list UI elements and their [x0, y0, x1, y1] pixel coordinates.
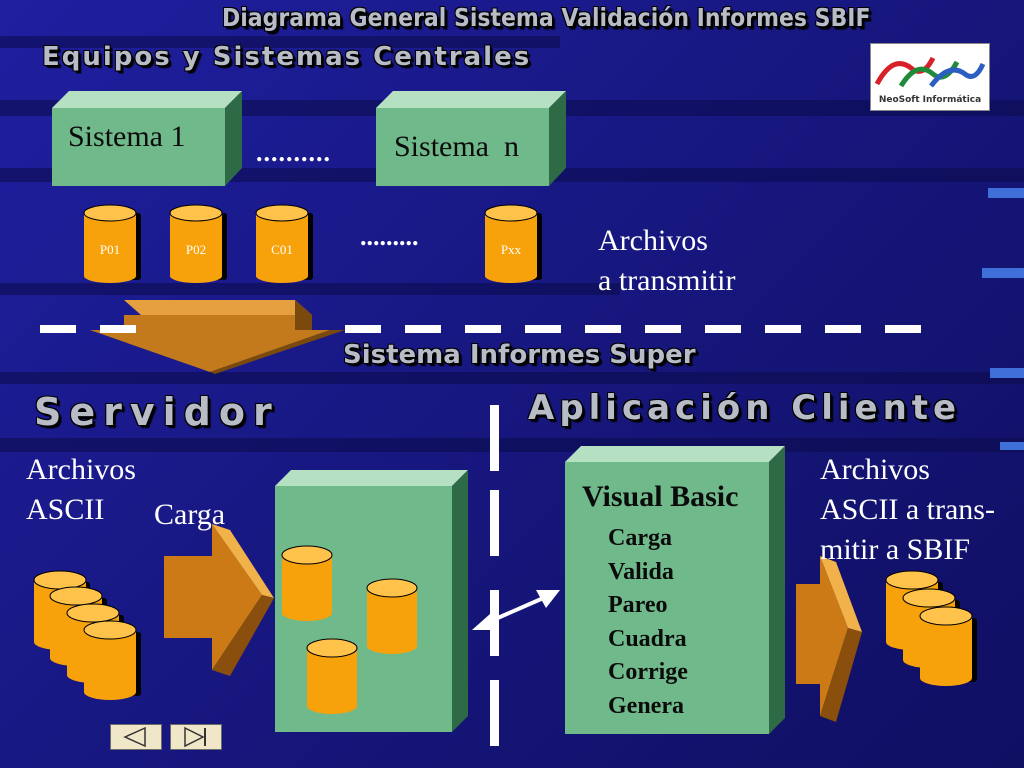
file-cylinder-p02	[169, 204, 227, 283]
side-accents	[982, 188, 1024, 450]
section-central-systems: Equipos y Sistemas Centrales	[42, 42, 532, 72]
sync-double-arrow	[472, 590, 560, 630]
transfer-down-arrow	[90, 300, 345, 374]
function-item: Carga	[608, 525, 672, 551]
file-cylinder-p01	[83, 204, 141, 283]
files-caption-line2: a transmitir	[598, 264, 736, 297]
file-label-c01: C01	[271, 242, 293, 257]
client-functions-list: Carga Valida Pareo Cuadra Corrige Genera	[608, 522, 688, 724]
sistema-1-label: Sistema 1	[68, 120, 186, 153]
vertical-separator	[490, 405, 499, 746]
logo-swoosh-icon	[874, 56, 986, 88]
sistema-1-box	[52, 91, 242, 186]
function-item: Genera	[608, 692, 684, 719]
file-cylinder-c01	[255, 204, 313, 283]
diagram-title: Diagrama General Sistema Validación Info…	[222, 4, 871, 33]
section-super-system: Sistema Informes Super	[343, 340, 696, 370]
horizontal-separator	[40, 325, 921, 333]
systems-ellipsis: ..........	[256, 138, 331, 167]
server-heading: Servidor	[34, 390, 280, 434]
ascii-files-stack	[33, 570, 141, 700]
server-cylinder	[281, 545, 333, 621]
output-line2: ASCII a trans-	[820, 493, 995, 526]
previous-slide-button[interactable]	[110, 724, 162, 750]
output-line1: Archivos	[820, 453, 930, 486]
server-cylinder	[366, 578, 418, 654]
sistema-n-label: Sistema n	[394, 130, 519, 163]
files-ellipsis: .........	[360, 222, 419, 251]
output-arrow	[796, 556, 862, 722]
server-files-line1: Archivos	[26, 453, 136, 486]
skip-forward-icon	[184, 726, 206, 748]
function-item: Corrige	[608, 659, 688, 686]
client-heading: Aplicación Cliente	[528, 388, 962, 428]
file-label-p02: P02	[185, 242, 207, 257]
triangle-left-icon	[123, 726, 146, 748]
file-label-pxx: Pxx	[500, 242, 522, 257]
function-item: Pareo	[608, 592, 668, 619]
output-files-stack	[885, 570, 977, 686]
file-label-p01: P01	[99, 242, 121, 257]
server-files-line2: ASCII	[26, 493, 105, 526]
files-caption-line1: Archivos	[598, 224, 708, 257]
server-cylinder	[306, 638, 358, 714]
function-item: Valida	[608, 558, 674, 585]
carga-label: Carga	[154, 498, 226, 531]
function-item: Cuadra	[608, 625, 687, 652]
next-slide-button[interactable]	[170, 724, 222, 750]
sistema-n-box	[376, 91, 566, 186]
neosoft-logo: NeoSoft Informática	[870, 43, 990, 111]
logo-text: NeoSoft Informática	[878, 95, 982, 105]
file-cylinder-pxx	[484, 204, 542, 283]
client-box	[565, 446, 785, 734]
output-line3: mitir a SBIF	[820, 533, 971, 566]
server-box	[275, 470, 468, 732]
carga-arrow	[164, 524, 274, 676]
visual-basic-title: Visual Basic	[582, 480, 739, 513]
